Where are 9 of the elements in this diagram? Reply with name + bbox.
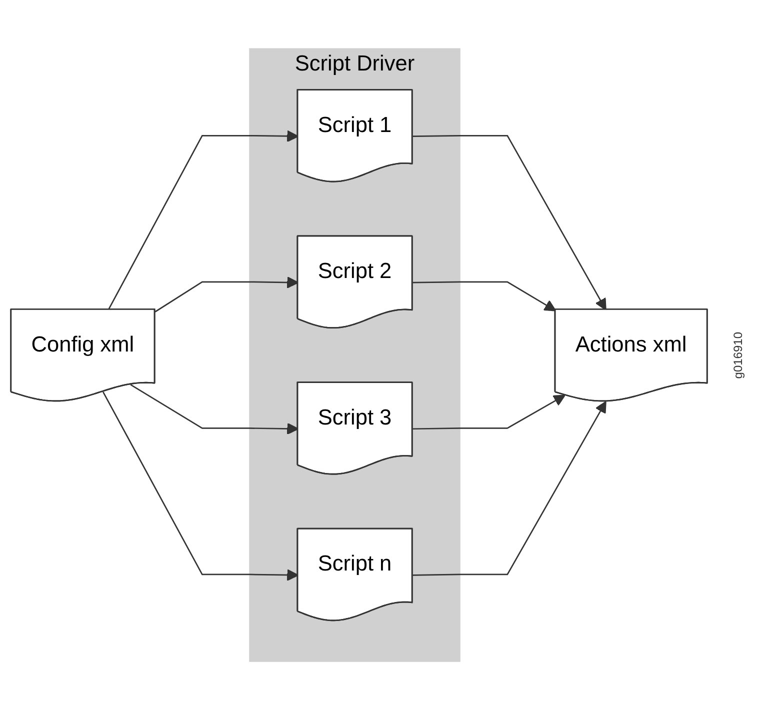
arrow bbox=[154, 276, 299, 312]
arrow bbox=[412, 394, 566, 430]
arrow bbox=[108, 130, 299, 310]
figure-id: g016910 bbox=[731, 332, 745, 378]
arrow bbox=[412, 401, 606, 576]
arrow bbox=[412, 281, 556, 312]
arrow bbox=[102, 392, 299, 581]
arrow bbox=[130, 384, 299, 435]
arrow bbox=[412, 134, 606, 310]
